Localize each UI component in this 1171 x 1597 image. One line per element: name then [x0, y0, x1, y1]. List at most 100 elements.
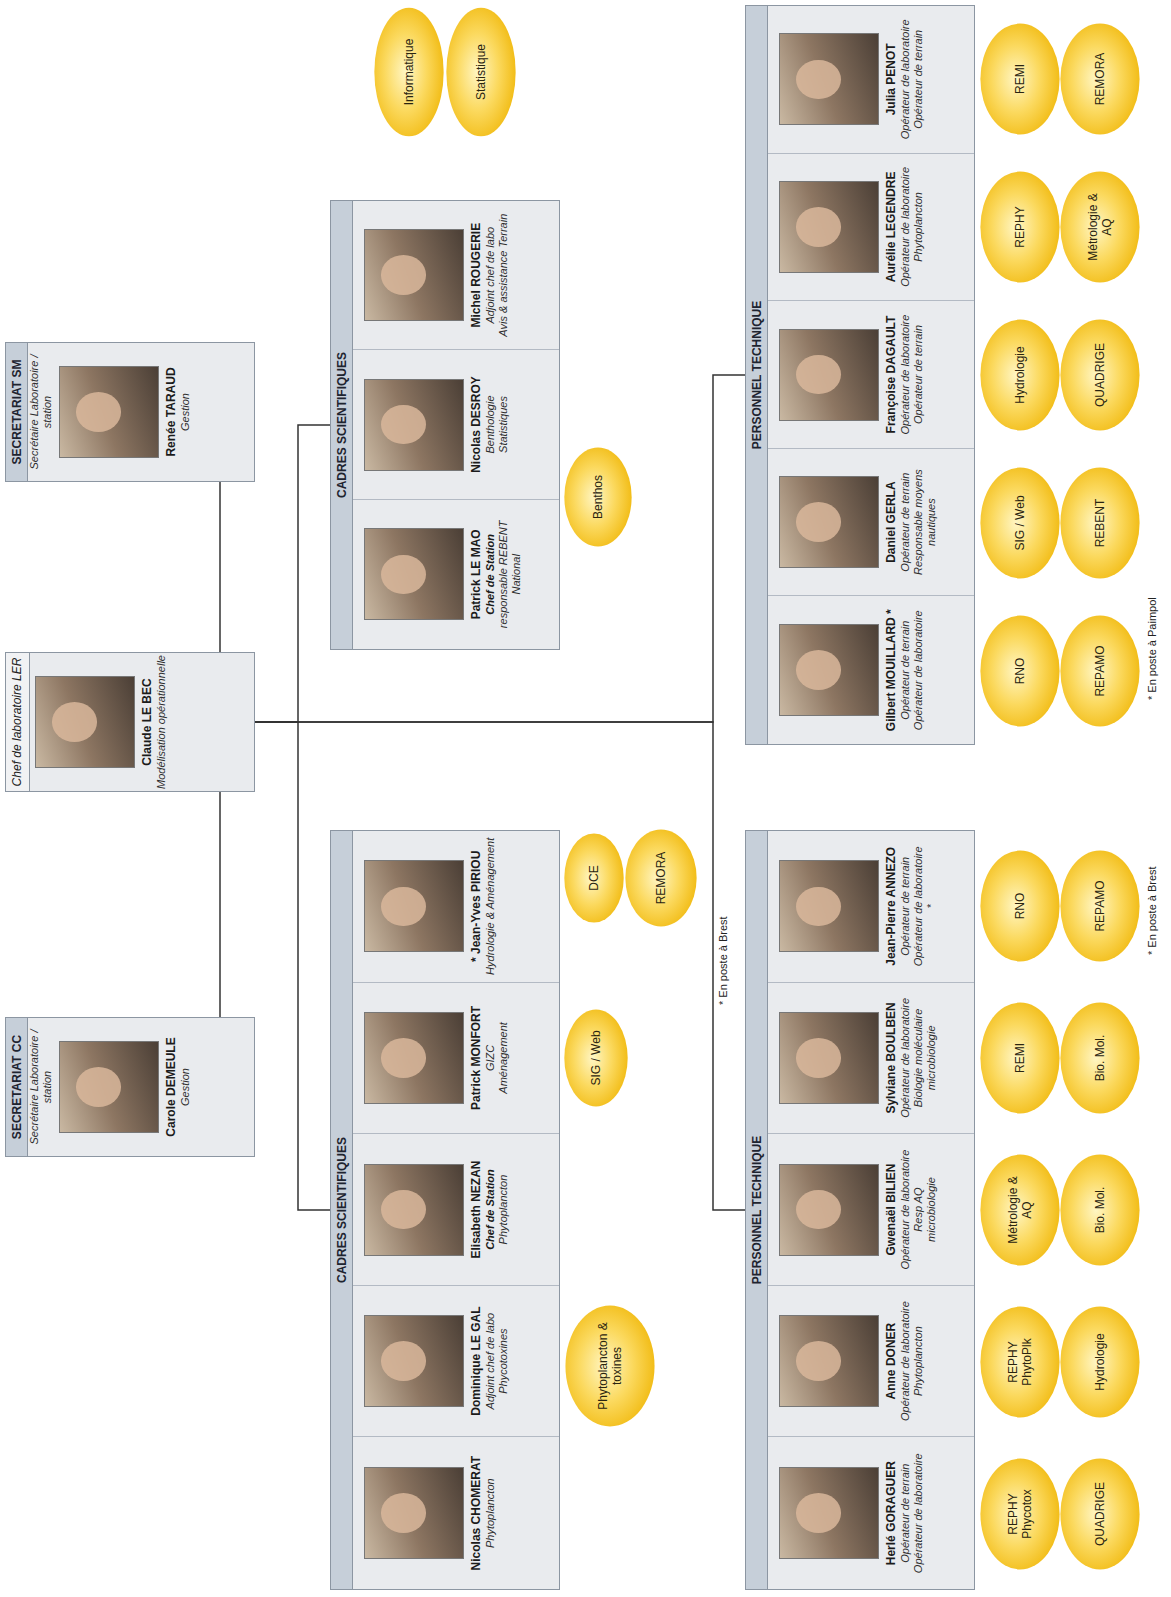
person-photo: [35, 676, 135, 768]
person-role: microbiologie: [925, 985, 938, 1132]
topic-oval: REPAMO: [1060, 850, 1140, 962]
box-header: SECRETARIAT SM: [6, 343, 28, 481]
person-card: * Jean-Yves PIRIOUHydrologie & Aménageme…: [353, 831, 559, 983]
person-role: Secrétaire Laboratoire / station: [28, 1018, 54, 1156]
person-role: Secrétaire Laboratoire / station: [28, 343, 54, 481]
person-role: Opérateur de laboratoire: [912, 833, 925, 980]
person-photo: [59, 366, 159, 458]
person-role: Benthologie: [484, 352, 497, 496]
person-card: Nicolas DESROYBenthologieStatistiques: [353, 350, 559, 499]
person-photo: [364, 1012, 464, 1104]
person-photo: [779, 860, 879, 952]
topic-label: Métrologie & AQ: [1086, 171, 1114, 283]
topic-label: SIG / Web: [1013, 467, 1027, 579]
person-role: Aménagement: [497, 985, 510, 1132]
person-role: Phytoplancton: [912, 1288, 925, 1435]
person-role: Biologie moléculaire: [912, 985, 925, 1132]
person-name: Elisabeth NEZAN: [469, 1136, 484, 1283]
person-name: Anne DONER: [884, 1288, 899, 1435]
topic-label: REPAMO: [1093, 850, 1107, 962]
person-name: Daniel GERLA: [884, 451, 899, 594]
person-name: Patrick MONFORT: [469, 985, 484, 1132]
secretariat-box: SECRETARIAT CCSecrétaire Laboratoire / s…: [5, 1017, 255, 1157]
topic-oval: QUADRIGE: [1060, 319, 1140, 431]
person-photo: [779, 33, 879, 125]
person-role: Phytoplancton: [497, 1136, 510, 1283]
group-header: PERSONNEL TECHNIQUE: [746, 6, 768, 744]
topic-label: Statistique: [474, 7, 488, 137]
person-role: Opérateur de terrain: [899, 1439, 912, 1587]
person-photo: [779, 329, 879, 421]
person-role: Hydrologie & Aménagement: [484, 833, 497, 980]
person-name: Carole DEMEULE: [164, 1018, 179, 1156]
group-header: CADRES SCIENTIFIQUES: [331, 831, 353, 1589]
person-photo: [364, 860, 464, 952]
person-role: Phycotoxines: [497, 1288, 510, 1435]
topic-oval: RNO: [980, 850, 1060, 962]
person-name: Françoise DAGAULT: [884, 303, 899, 446]
topic-oval: Statistique: [446, 7, 516, 137]
topic-label: Benthos: [591, 447, 605, 547]
person-name: Nicolas CHOMERAT: [469, 1439, 484, 1587]
person-photo: [779, 1164, 879, 1256]
box-header: SECRETARIAT CC: [6, 1018, 28, 1156]
person-role: *: [925, 833, 938, 980]
topic-label: REBENT: [1093, 467, 1107, 579]
person-name: Herlé GORAGUER: [884, 1439, 899, 1587]
topic-oval: Métrologie & AQ: [1060, 171, 1140, 283]
person-name: Dominique LE GAL: [469, 1288, 484, 1435]
person-role: Chef de Station: [484, 502, 497, 647]
topic-label: RNO: [1013, 615, 1027, 727]
person-photo: [779, 1315, 879, 1407]
group-header: PERSONNEL TECHNIQUE: [746, 831, 768, 1589]
person-name: Renée TARAUD: [164, 343, 179, 481]
topic-oval: DCE: [564, 833, 624, 923]
person-name: Gilbert MOUILLARD *: [884, 598, 899, 742]
topic-label: DCE: [587, 833, 601, 923]
topic-oval: Bio. Mol.: [1060, 1154, 1140, 1266]
topic-label: REPHY: [1013, 171, 1027, 283]
person-role: Opérateur de laboratoire: [899, 156, 912, 299]
org-connector: [219, 792, 221, 1017]
topic-label: Bio. Mol.: [1093, 1002, 1107, 1114]
person-role: Opérateur de terrain: [912, 303, 925, 446]
person-name: Michel ROUGERIE: [469, 203, 484, 347]
person-role: Opérateur de terrain: [899, 833, 912, 980]
person-photo: [364, 229, 464, 321]
topic-label: Phytoplancton & toxines: [596, 1305, 624, 1427]
person-card: Jean-Pierre ANNEZOOpérateur de terrainOp…: [768, 831, 974, 983]
person-name: Claude LE BEC: [140, 653, 155, 791]
topic-oval: REPHY: [980, 171, 1060, 283]
topic-oval: RNO: [980, 615, 1060, 727]
footnote: * En poste à Paimpol: [1146, 595, 1159, 702]
topic-label: REPHY Phycotox: [1006, 1458, 1034, 1570]
footnote: * En poste à Brest: [1146, 864, 1159, 957]
person-card: Patrick MONFORTGIZCAménagement: [353, 983, 559, 1135]
person-name: Aurélie LEGENDRE: [884, 156, 899, 299]
person-photo: [779, 1012, 879, 1104]
person-photo: [779, 624, 879, 716]
group-box: PERSONNEL TECHNIQUEHerlé GORAGUEROpérate…: [745, 830, 975, 1590]
person-name: Patrick LE MAO: [469, 502, 484, 647]
topic-label: REMI: [1013, 23, 1027, 135]
person-name: Gwenaël BILIEN: [884, 1136, 899, 1283]
topic-oval: Hydrologie: [980, 319, 1060, 431]
topic-oval: Métrologie & AQ: [980, 1154, 1060, 1266]
topic-oval: REMI: [980, 23, 1060, 135]
topic-oval: REMORA: [625, 829, 697, 927]
person-name: Jean-Pierre ANNEZO: [884, 833, 899, 980]
person-role: Opérateur de laboratoire: [912, 1439, 925, 1587]
topic-oval: REMI: [980, 1002, 1060, 1114]
topic-label: SIG / Web: [589, 1009, 603, 1107]
person-card: Daniel GERLAOpérateur de terrainResponsa…: [768, 449, 974, 597]
person-role: Adjoint chef de labo: [484, 1288, 497, 1435]
person-role: Opérateur de laboratoire: [899, 1136, 912, 1283]
person-card: Sylviane BOULBENOpérateur de laboratoire…: [768, 983, 974, 1135]
box-header: Chef de laboratoire LER: [6, 653, 30, 791]
person-card: Elisabeth NEZANChef de StationPhytoplanc…: [353, 1134, 559, 1286]
person-role: Opérateur de laboratoire: [899, 8, 912, 151]
person-role: Opérateur de laboratoire: [899, 1288, 912, 1435]
topic-oval: REPHY Phycotox: [980, 1458, 1060, 1570]
topic-oval: Phytoplancton & toxines: [565, 1305, 655, 1427]
topic-oval: Hydrologie: [1060, 1306, 1140, 1418]
